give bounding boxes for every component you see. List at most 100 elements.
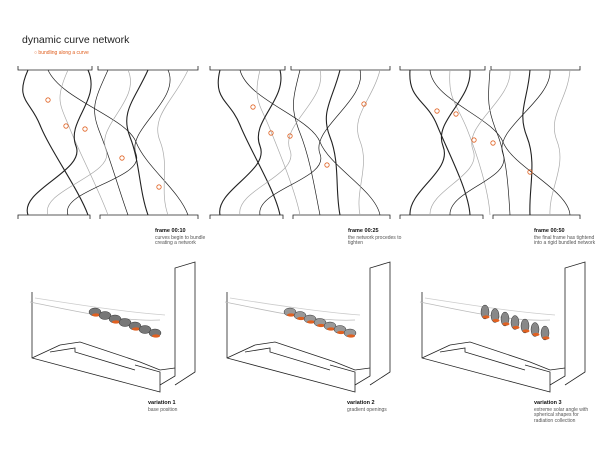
bundle-node-icon	[471, 137, 477, 143]
network-curve	[217, 69, 281, 216]
frame-floor	[244, 341, 371, 385]
bundle-node-icon	[156, 184, 162, 190]
network-curve	[293, 69, 321, 216]
opening-highlight	[287, 313, 295, 317]
frame-desc: the network procedes to tighten	[348, 234, 402, 246]
opening-highlight	[337, 330, 345, 335]
frame-right-wall	[354, 261, 391, 386]
opening-highlight	[347, 334, 355, 338]
cable-line	[229, 297, 361, 316]
variation-label: variation 1	[148, 400, 176, 406]
network-curve	[47, 69, 189, 216]
network-curve	[549, 69, 571, 216]
bundle-node-icon	[527, 169, 533, 175]
sheet-title: dynamic curve network	[22, 34, 130, 46]
opening-highlight	[482, 315, 490, 319]
frame-right-wall	[549, 261, 586, 386]
frame-left-wall	[421, 292, 551, 393]
frame-right-wall	[159, 261, 196, 386]
shading-module	[118, 318, 132, 327]
network-curve	[157, 69, 189, 216]
opening-highlight	[297, 316, 305, 321]
opening-highlight	[502, 322, 510, 326]
bundle-node-icon	[490, 140, 496, 146]
network-curve	[239, 69, 381, 216]
bundle-node-icon	[453, 111, 459, 117]
bundle-node-icon	[63, 123, 69, 129]
cable-line	[34, 297, 166, 316]
network-curve	[449, 69, 551, 216]
frame-left-wall	[226, 292, 356, 393]
bundle-node-icon	[119, 155, 125, 161]
opening-highlight	[492, 318, 500, 323]
network-curve	[239, 69, 322, 216]
legend-text: bundling along a curve	[38, 50, 89, 56]
variation-desc: gradient openings	[347, 406, 387, 413]
top-bracket	[17, 66, 199, 71]
bundle-node-icon	[324, 162, 330, 168]
bundle-node-icon	[268, 130, 274, 136]
opening-highlight	[92, 313, 100, 317]
shading-module	[98, 311, 112, 320]
top-bracket	[399, 66, 581, 71]
top-bracket	[209, 66, 391, 71]
opening-highlight	[522, 329, 530, 333]
network-curve	[22, 69, 89, 216]
opening-highlight	[327, 327, 335, 331]
network-curve	[126, 69, 149, 216]
frame-desc: curves begin to bundle creating a networ…	[155, 234, 206, 246]
variation-desc: extreme solar angle with spherical shape…	[534, 406, 589, 424]
network-curve	[94, 69, 129, 216]
network-curve	[449, 69, 491, 216]
variation-label: variation 3	[534, 400, 562, 406]
network-curve	[409, 69, 471, 216]
network-curve	[67, 69, 171, 216]
network-curve	[409, 69, 471, 216]
frame-label: frame 00:10	[155, 228, 186, 234]
frame-floor	[439, 341, 566, 385]
variation-label: variation 2	[347, 400, 375, 406]
network-curve	[47, 69, 131, 216]
network-curve	[325, 69, 341, 216]
network-curve	[256, 69, 301, 216]
frame-label: frame 00:50	[534, 228, 565, 234]
cable-line	[424, 297, 556, 316]
frame-floor	[49, 341, 176, 385]
opening-highlight	[317, 323, 325, 328]
bundle-node-icon	[434, 108, 440, 114]
opening-highlight	[512, 325, 520, 330]
bundle-node-icon	[82, 126, 88, 132]
shading-module	[138, 325, 152, 334]
bundle-node-icon	[287, 133, 293, 139]
network-curve	[59, 69, 109, 216]
network-curve	[259, 69, 361, 216]
network-curve	[26, 69, 92, 216]
bundle-node-icon	[361, 101, 367, 107]
network-curve	[357, 69, 381, 216]
bottom-bracket	[399, 214, 581, 219]
variation-desc: base position	[148, 406, 178, 413]
network-curve	[522, 69, 533, 216]
legend-subtitle: ○ bundling along a curve	[34, 50, 89, 56]
frame-label: frame 00:25	[348, 228, 379, 234]
network-curve	[219, 69, 282, 216]
network-curve	[429, 69, 511, 216]
opening-highlight	[132, 327, 140, 331]
opening-highlight	[152, 334, 160, 338]
opening-highlight	[112, 320, 120, 324]
network-curve	[488, 69, 511, 216]
frame-desc: the final frame has tightend into a rigi…	[534, 234, 596, 246]
opening-highlight	[542, 336, 550, 340]
bundle-node-icon	[250, 104, 256, 110]
frame-left-wall	[31, 292, 161, 393]
bottom-bracket	[17, 214, 199, 219]
opening-highlight	[532, 332, 540, 337]
